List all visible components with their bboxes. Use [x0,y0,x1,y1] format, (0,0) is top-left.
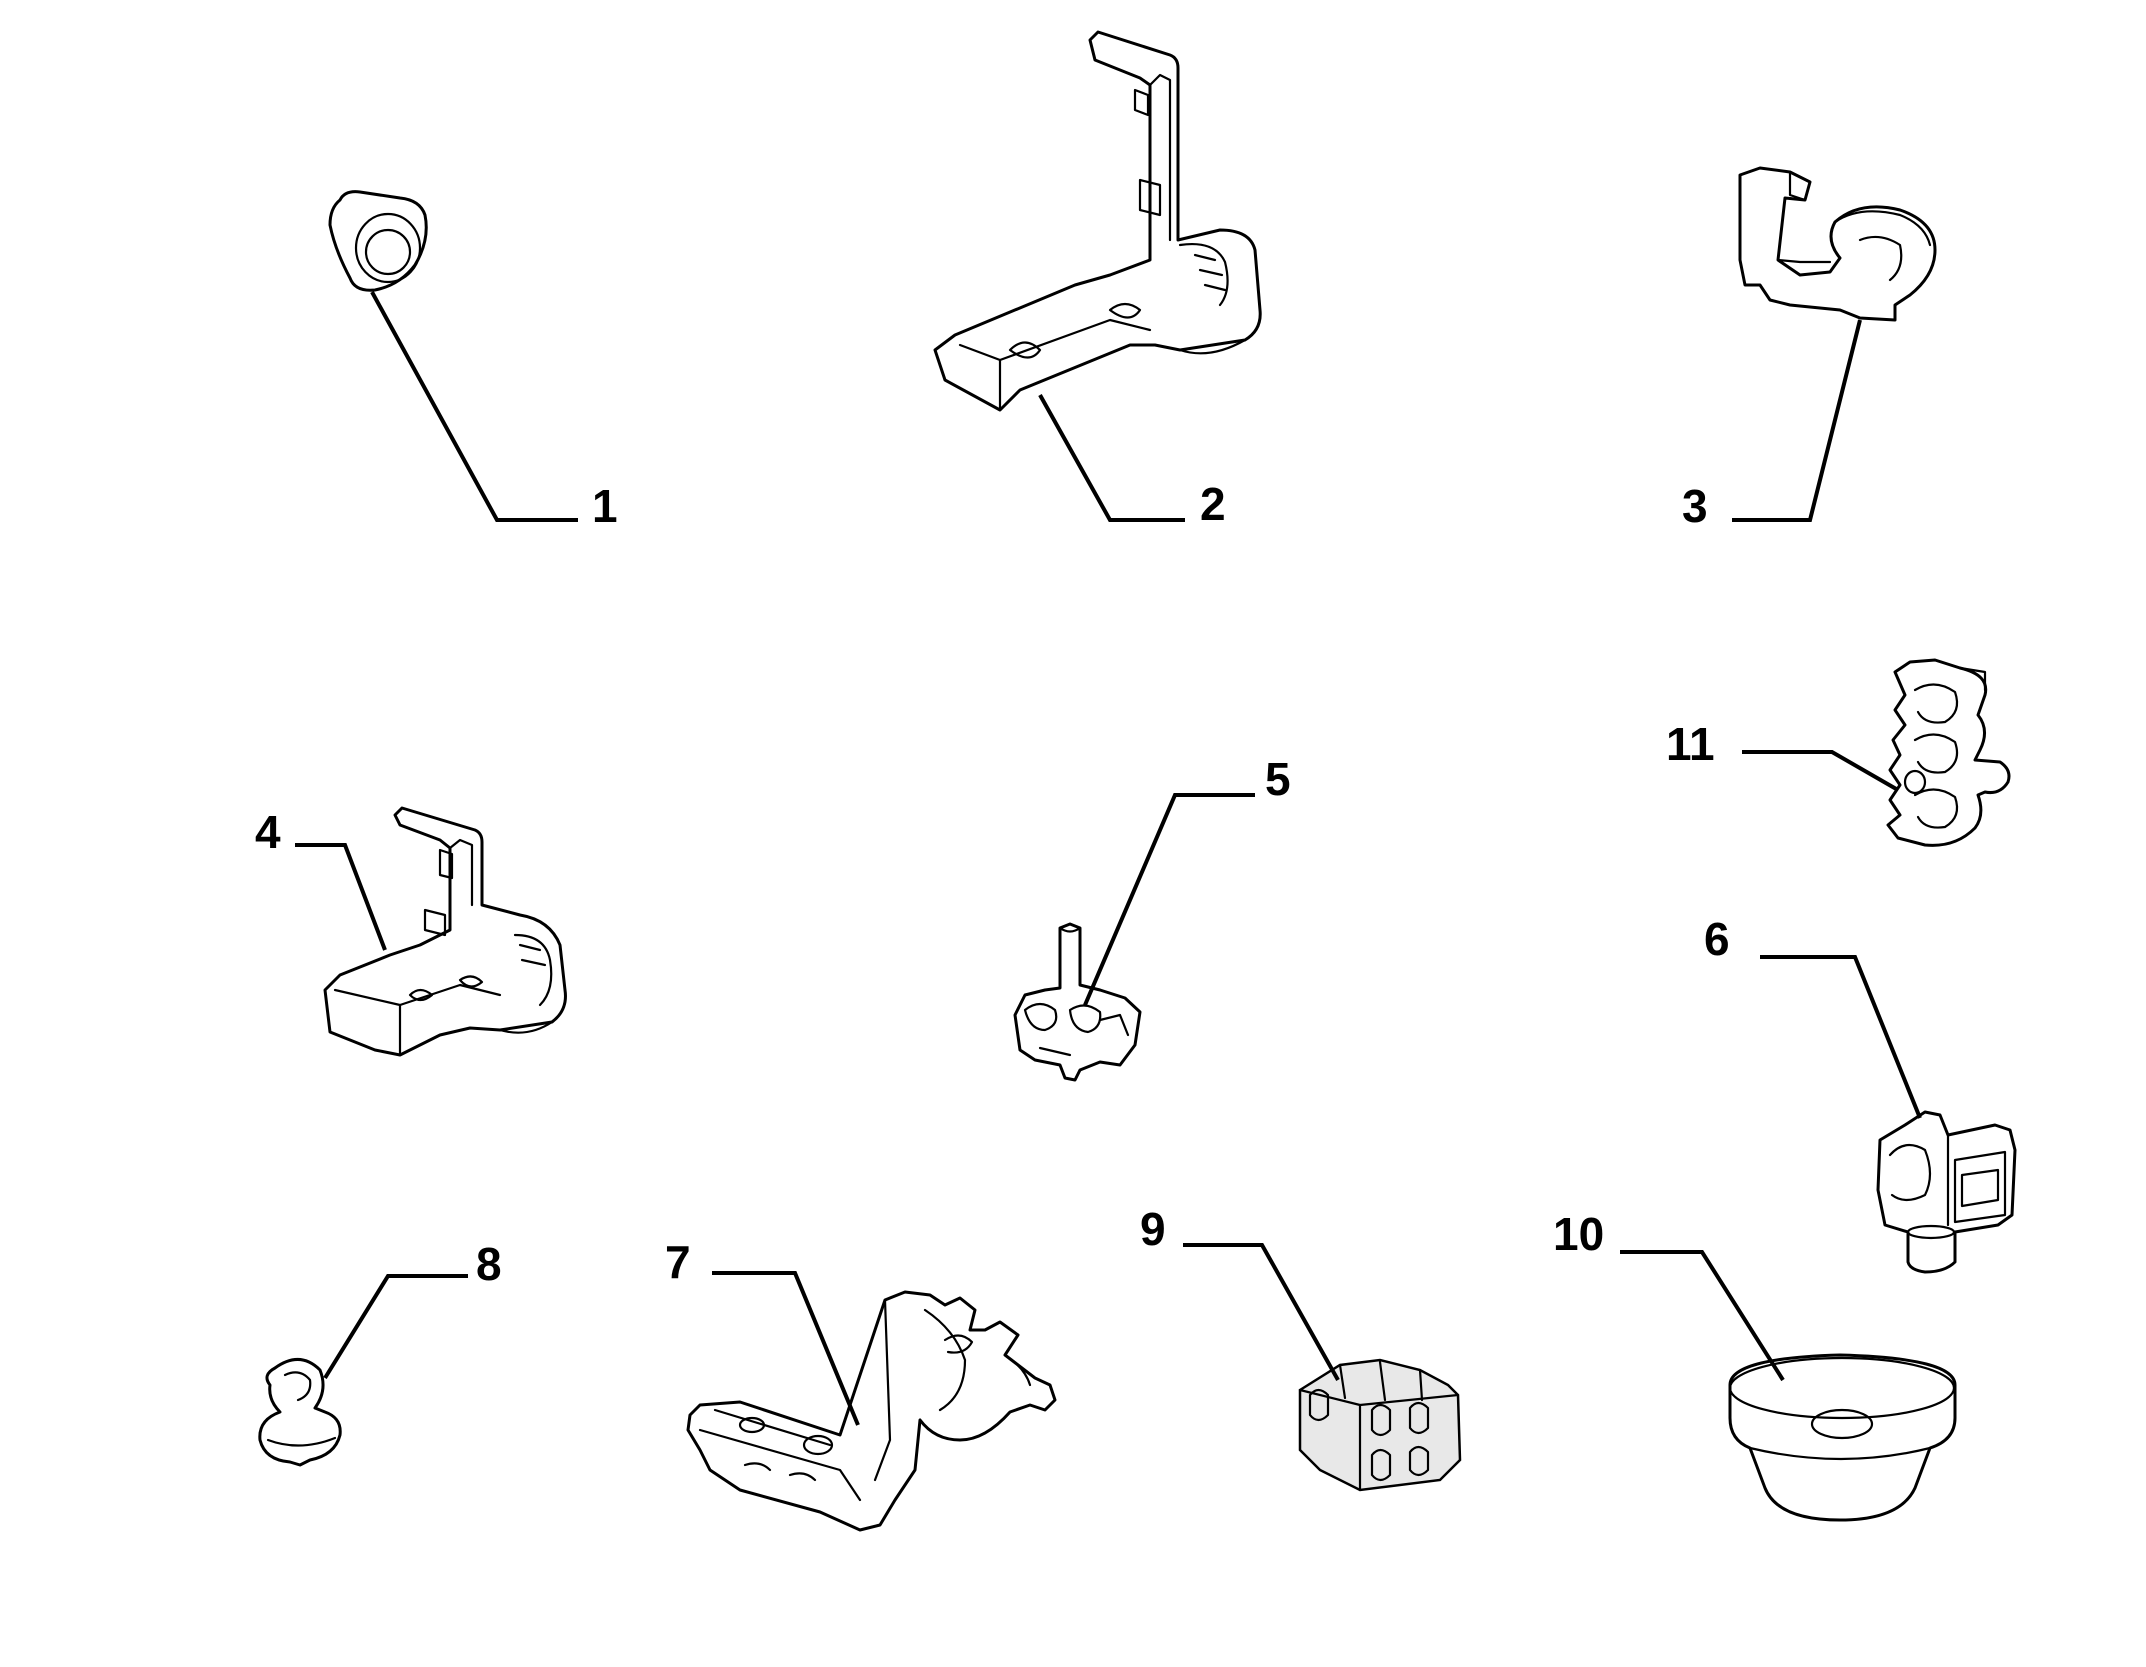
leader-line-6 [1760,955,1922,1119]
callout-label-6: 6 [1704,913,1730,965]
part-8-hook-clip [258,1358,342,1467]
callout-2: 2 [1038,394,1226,530]
part-11-multi-clip [1886,658,2011,847]
part-3-clip [1738,166,1937,322]
callout-8: 8 [323,1238,502,1380]
part-4-bracket [323,806,567,1057]
part-10-round-plug [1728,1353,1957,1522]
leader-line-11 [1742,750,1899,792]
callout-label-5: 5 [1265,753,1291,805]
part-7-channel-clip [686,1290,1057,1532]
callout-label-3: 3 [1682,480,1708,532]
callout-9: 9 [1140,1203,1340,1381]
callout-6: 6 [1704,913,1922,1119]
callout-label-7: 7 [665,1236,691,1288]
leader-line-2 [1038,394,1185,522]
leader-line-8 [323,1274,468,1380]
part-5-pin-clip [1013,922,1142,1082]
callout-3: 3 [1682,319,1862,532]
callout-label-4: 4 [255,806,281,858]
callout-11: 11 [1666,718,1899,792]
callout-label-9: 9 [1140,1203,1166,1255]
leader-line-10 [1620,1250,1785,1382]
callout-label-8: 8 [476,1238,502,1290]
part-9-foam-block [1298,1358,1462,1492]
leader-line-5 [1083,793,1255,1006]
leader-line-7 [712,1271,860,1426]
leader-line-3 [1732,319,1862,522]
part-1-plug [328,190,428,292]
callout-label-2: 2 [1200,478,1226,530]
callout-1: 1 [370,291,618,532]
callout-label-1: 1 [592,480,618,532]
callout-10: 10 [1553,1208,1785,1382]
leader-line-4 [295,843,387,951]
callout-5: 5 [1083,753,1291,1006]
leader-line-9 [1183,1243,1340,1381]
part-6-stud-clip [1876,1110,2017,1274]
callout-4: 4 [255,806,387,951]
leader-line-1 [370,291,578,522]
part-2-bracket [933,30,1262,412]
callout-7: 7 [665,1236,860,1426]
callout-label-11: 11 [1666,718,1715,770]
callout-label-10: 10 [1553,1208,1604,1260]
